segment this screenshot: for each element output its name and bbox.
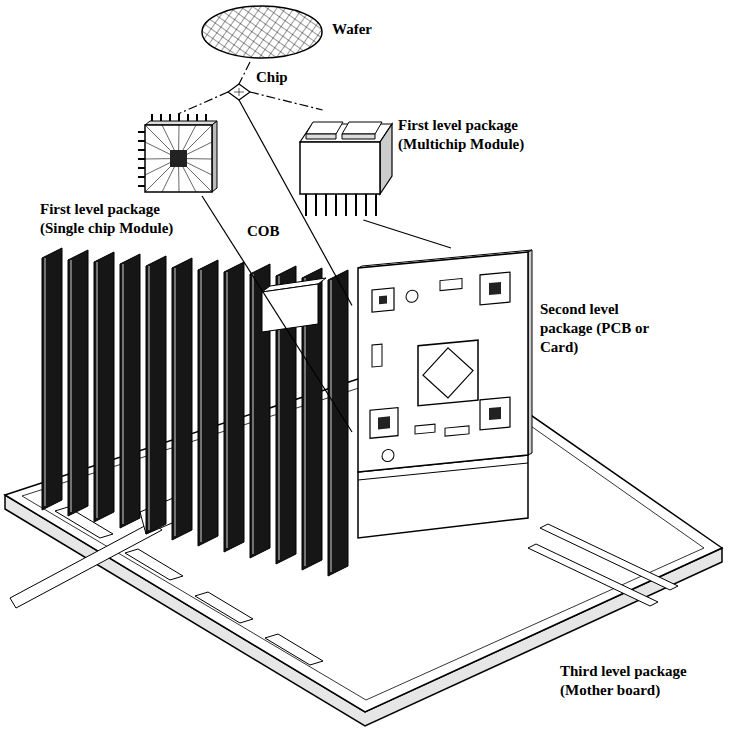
connector-line	[363, 220, 451, 248]
resistor	[440, 279, 462, 291]
scm-pins	[152, 114, 206, 121]
chip-package	[480, 272, 510, 305]
capacitor	[406, 290, 418, 303]
ribbon-cable	[10, 522, 162, 608]
chip-die	[379, 296, 387, 305]
part-label: Chip	[256, 68, 288, 87]
card-components	[370, 272, 510, 463]
connector-line	[178, 92, 228, 114]
mcm-pins	[306, 194, 376, 216]
part-label: First level package (Multichip Module)	[398, 116, 548, 154]
part-label: Second level package (PCB or Card)	[540, 300, 658, 357]
large-package-diamond	[423, 346, 473, 401]
scm-die	[170, 150, 187, 167]
chip-die	[489, 407, 501, 420]
resistor	[415, 424, 435, 434]
wafer: Wafer	[200, 4, 325, 62]
part-label: Wafer	[332, 20, 372, 39]
board-rail	[528, 544, 658, 606]
chip-package	[370, 408, 398, 439]
mcm-side-face	[380, 124, 392, 194]
chip-die	[489, 282, 501, 295]
mcm-lid	[342, 122, 382, 134]
wafer-disc	[202, 6, 322, 58]
pcb-card-face	[358, 252, 528, 472]
edge-label-holder: COB	[245, 222, 282, 241]
scm-pins	[138, 132, 145, 186]
resistor	[372, 344, 382, 367]
connector-line	[239, 100, 352, 306]
resistor	[445, 426, 469, 436]
chip-package	[480, 397, 510, 430]
pcb-card: Second level package (PCB or Card)	[352, 248, 532, 478]
scm-body	[145, 125, 212, 192]
chip-hatch	[234, 88, 244, 96]
single-chip-module: First level package (Single chip Module)	[138, 114, 218, 196]
board-slot	[265, 634, 323, 665]
multichip-module: First level package (Multichip Module)	[292, 110, 394, 220]
board-slot	[125, 549, 183, 580]
mcm-front-face	[300, 142, 380, 194]
card-edge-highlight	[45, 258, 331, 572]
chip-die	[378, 416, 390, 429]
connector-line	[250, 92, 323, 110]
chip: Chip	[228, 84, 250, 100]
mcm-lid-edge	[306, 134, 336, 139]
part-label: Third level package (Mother board)	[560, 662, 715, 700]
capacitor	[382, 449, 394, 462]
mother-board: Third level package (Mother board)	[5, 345, 735, 730]
part-label: First level package (Single chip Module)	[40, 200, 190, 238]
mcm-lid-edge	[342, 134, 375, 139]
edge-label: COB	[245, 222, 282, 241]
mcm-lid	[306, 122, 343, 134]
chip-package	[372, 288, 394, 312]
scm-wire-bonds	[145, 125, 212, 192]
connector-line	[239, 62, 250, 84]
card-bridge	[262, 284, 318, 332]
connector-line	[202, 196, 352, 432]
card-stack	[42, 248, 348, 576]
board-slot	[195, 592, 253, 623]
large-package	[418, 340, 478, 406]
chip-diamond	[228, 84, 250, 100]
